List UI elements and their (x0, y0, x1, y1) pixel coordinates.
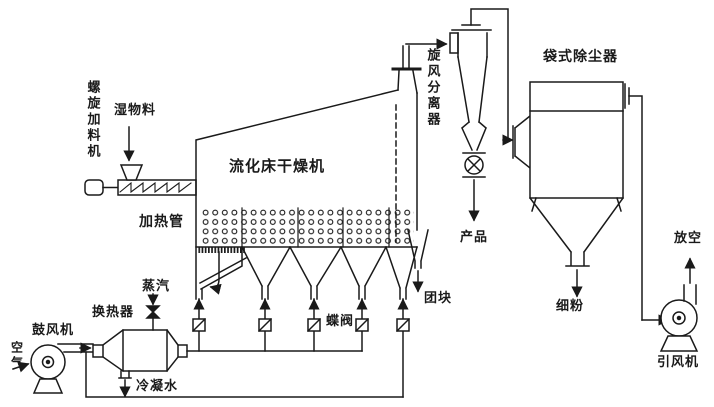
label-cyclone-separator: 旋风分离器 (424, 48, 440, 128)
steam-valve-icon (145, 305, 161, 319)
label-heating-tubes: 加热管 (139, 214, 184, 230)
label-fine-powder: 细粉 (556, 299, 585, 314)
air-inlet-arrow (12, 361, 30, 373)
label-vent: 放空 (674, 231, 703, 246)
bottom-hoppers (191, 245, 418, 398)
dryer-shell (195, 89, 399, 300)
screw-flight-icon (119, 181, 192, 194)
bag-filter-shell (529, 81, 624, 199)
induced-draft-fan (641, 257, 699, 352)
blower-pedestal (32, 378, 64, 394)
air-ducts (85, 350, 404, 398)
label-screw-feeder: 螺旋加料机 (84, 80, 100, 160)
label-wet-material: 湿物料 (114, 103, 157, 118)
cyclone-inlet (449, 32, 459, 54)
bag-filter-cone (528, 196, 625, 267)
cyclone-separator (449, 8, 509, 222)
feeder-motor-icon (84, 179, 104, 196)
label-bag-dust-collector: 袋式除尘器 (543, 49, 618, 65)
label-lumps: 团块 (424, 291, 453, 306)
bag-filter-inlet (513, 114, 532, 170)
label-condensate: 冷凝水 (136, 379, 179, 394)
heat-exchanger-shell (122, 329, 168, 372)
heating-tube-bank-icon (201, 208, 414, 246)
chamber-partitions (241, 207, 390, 248)
screw-feeder (84, 126, 197, 196)
cyclone-cone (457, 56, 488, 123)
label-blower: 鼓风机 (32, 323, 75, 338)
fan-pedestal (659, 335, 699, 352)
label-product: 产品 (460, 230, 489, 245)
label-steam: 蒸汽 (142, 279, 171, 294)
label-heat-exchanger: 换热器 (92, 305, 135, 320)
heat-exchanger (92, 293, 188, 398)
feed-hopper-icon (119, 164, 144, 181)
lumps-discharge-chute (407, 229, 429, 293)
label-air: 空气 (9, 341, 24, 371)
cold-air-bypass-duct (85, 351, 404, 398)
label-butterfly-valve: 蝶阀 (326, 314, 355, 329)
material-flow-arrow (209, 251, 222, 295)
bag-dust-collector (502, 81, 643, 321)
blower (12, 342, 94, 394)
label-induced-draft-fan: 引风机 (657, 355, 700, 370)
distributor-plate-icon (197, 247, 245, 253)
fluidized-bed-dryer (195, 38, 448, 300)
butterfly-valves (191, 317, 411, 333)
label-fluidized-bed-dryer: 流化床干燥机 (229, 157, 326, 175)
cyclone-outlet-pipe (470, 8, 509, 139)
clean-gas-pipe (628, 95, 643, 321)
